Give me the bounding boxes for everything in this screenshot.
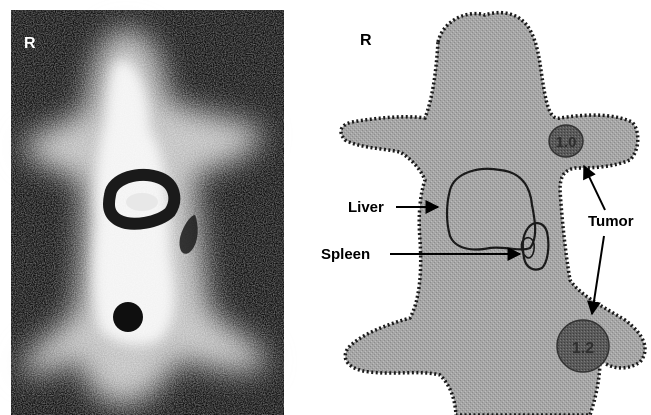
tumor-upper: 1.0 xyxy=(549,125,583,157)
tumor-lower: 1.2 xyxy=(557,320,609,372)
liver-label: Liver xyxy=(348,199,384,216)
spleen-label: Spleen xyxy=(321,246,370,263)
scan-lower-spot xyxy=(113,302,143,332)
tumor-arrow-upper xyxy=(584,166,605,210)
scan-orientation-label: R xyxy=(24,35,36,52)
tumor-upper-value: 1.0 xyxy=(556,134,577,151)
schematic: R 1.0 1.2 Liver Spleen Tumor xyxy=(321,13,645,415)
tumor-label: Tumor xyxy=(588,213,634,230)
scan-image: R xyxy=(11,10,284,415)
tumor-lower-value: 1.2 xyxy=(572,340,594,357)
scan-liver-center xyxy=(126,193,158,211)
scan-grain xyxy=(11,10,284,415)
schematic-orientation-label: R xyxy=(360,32,372,49)
